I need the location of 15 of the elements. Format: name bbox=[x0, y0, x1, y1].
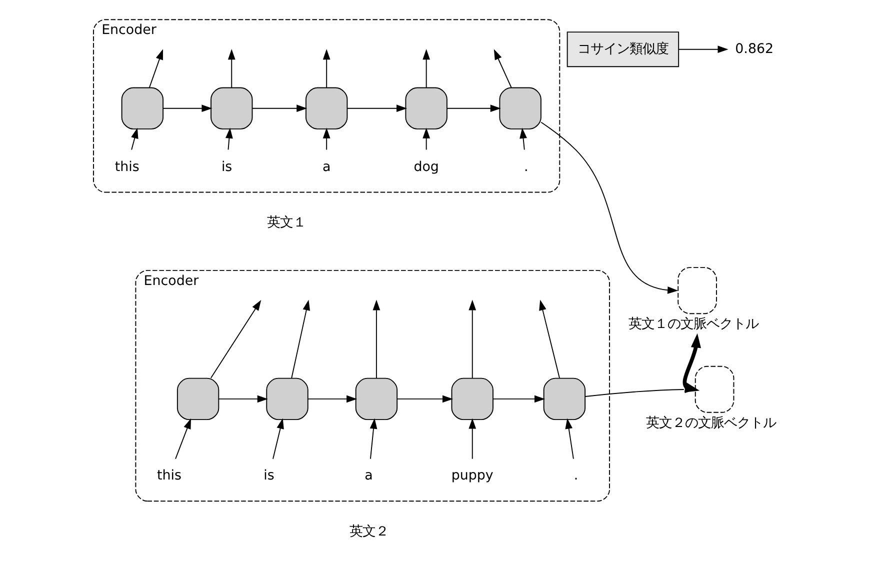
node-text: this bbox=[114, 160, 140, 175]
node-text: . bbox=[574, 468, 578, 484]
node-text: this bbox=[157, 468, 182, 484]
label: 英文１ bbox=[266, 216, 306, 230]
node-text: is bbox=[221, 160, 232, 175]
label: 英文２ bbox=[349, 524, 388, 540]
node-text: 0.862 bbox=[735, 42, 774, 57]
node-text: dog bbox=[414, 160, 439, 175]
node-text: . bbox=[524, 160, 528, 175]
node-text: a bbox=[364, 468, 373, 484]
node-label: 英文１の文脈ベクトル bbox=[628, 317, 759, 332]
node-text: a bbox=[322, 160, 331, 175]
node-text: is bbox=[264, 468, 274, 484]
node-label: 英文２の文脈ベクトル bbox=[646, 416, 776, 431]
node-text: puppy bbox=[451, 468, 494, 484]
